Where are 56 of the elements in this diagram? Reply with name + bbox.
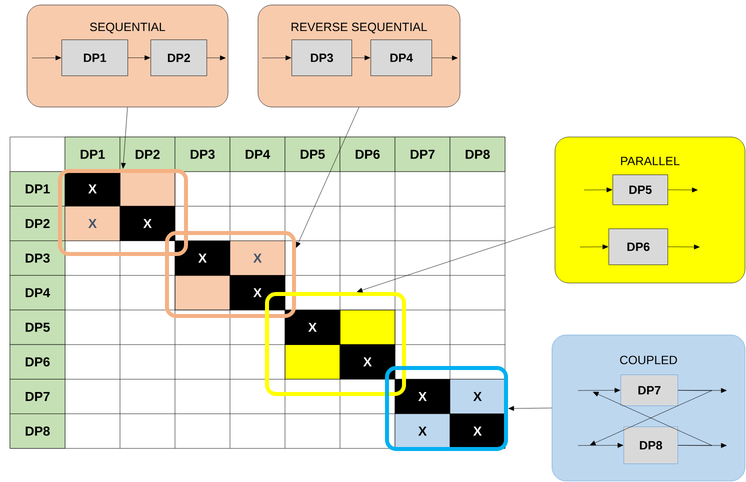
arrow — [578, 442, 624, 448]
header-cell: DP1 — [10, 171, 66, 206]
header-cell: DP4 — [10, 275, 66, 310]
process-box: DP1 — [62, 40, 128, 76]
header-cell: DP5 — [10, 310, 66, 345]
arrow — [32, 55, 62, 60]
matrix-cell: X — [230, 240, 286, 276]
header-cell: DP7 — [394, 136, 450, 172]
arrow — [432, 56, 458, 60]
matrix-cell: X — [340, 344, 396, 380]
matrix-cell: X — [394, 414, 450, 449]
header-cell: DP8 — [10, 414, 66, 449]
leader-arrow — [120, 107, 128, 169]
header-cell: DP5 — [284, 136, 340, 172]
highlight-frame — [165, 231, 296, 318]
matrix-cell: X — [64, 171, 120, 206]
leader-arrow — [296, 107, 360, 248]
highlight-frame — [385, 366, 508, 451]
matrix-cell: X — [174, 240, 230, 276]
arrow — [352, 55, 370, 60]
highlight-frame — [58, 169, 188, 256]
header-cell: DP6 — [340, 136, 396, 172]
arrow — [206, 55, 226, 60]
matrix-cell: X — [450, 379, 506, 414]
highlight-frame — [265, 292, 406, 396]
arrow — [668, 188, 698, 192]
process-box: DP5 — [612, 174, 668, 205]
arrow — [128, 55, 150, 60]
leader-arrow — [508, 406, 552, 411]
arrow — [668, 244, 700, 250]
header-cell: DP3 — [174, 136, 230, 172]
header-cell: DP2 — [120, 136, 176, 172]
process-box: DP8 — [624, 426, 678, 464]
arrow — [578, 388, 620, 393]
matrix-cell: X — [284, 310, 340, 345]
matrix-cell: X — [230, 275, 286, 310]
arrow — [584, 187, 612, 192]
arrow — [262, 55, 292, 60]
header-cell: DP1 — [64, 136, 120, 172]
process-box: DP6 — [608, 228, 668, 265]
process-box: DP3 — [292, 40, 352, 76]
process-box: DP7 — [620, 374, 678, 406]
arrow — [580, 244, 608, 250]
matrix-cell: X — [64, 206, 120, 241]
leader-arrow — [356, 226, 555, 293]
header-cell: DP7 — [10, 379, 66, 414]
process-box: DP2 — [150, 40, 207, 76]
header-cell: DP2 — [10, 206, 66, 241]
matrix-cell: X — [394, 379, 450, 414]
matrix-cell: X — [120, 206, 176, 241]
process-box: DP4 — [370, 40, 432, 76]
matrix-cell: X — [450, 414, 506, 449]
header-cell: DP6 — [10, 344, 66, 380]
header-cell: DP4 — [230, 136, 286, 172]
header-cell: DP3 — [10, 240, 66, 276]
header-cell: DP8 — [450, 136, 506, 172]
